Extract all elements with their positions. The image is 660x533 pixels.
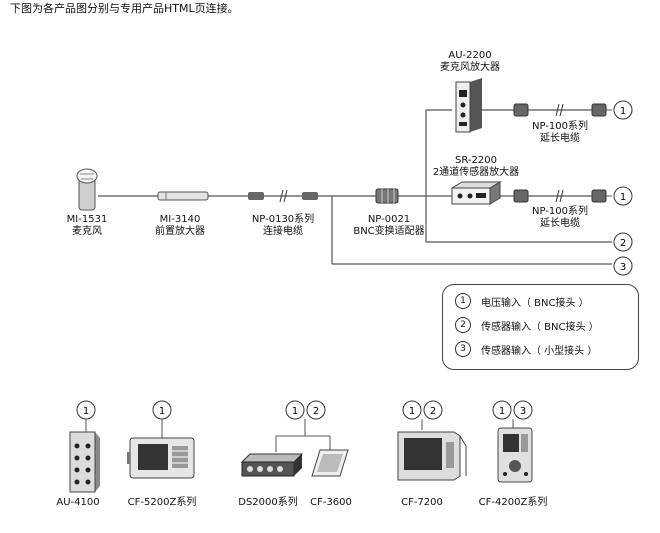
microphone-icon <box>76 168 98 211</box>
extension-cable-top-icon <box>513 103 607 117</box>
cf7200-input-2: 2 <box>430 406 436 417</box>
cf5200z-device-icon <box>127 437 195 479</box>
input-type-legend: 1 电压输入（ BNC接头 ） 2 传感器输入（ BNC接头 ） 3 传感器输入… <box>442 284 639 370</box>
cf4200z-input-3: 3 <box>520 406 526 417</box>
device-label-au4100: AU-4100 <box>56 497 100 508</box>
legend-row-sensor-mini: 3 传感器输入（ 小型接头 ） <box>455 341 597 357</box>
ext-top-model-label: NP-100系列 <box>532 121 588 132</box>
output-marker-2: 2 <box>620 238 626 249</box>
mic-name-label: 麦克风 <box>72 226 102 237</box>
ds2000-input-1: 1 <box>292 406 298 417</box>
legend-row-voltage: 1 电压输入（ BNC接头 ） <box>455 293 589 309</box>
device-input-markers: 1 1 1 2 1 2 1 3 <box>76 400 533 452</box>
intro-text: 下图为各产品图分别与专用产品HTML页连接。 <box>10 2 239 15</box>
cf7200-input-1: 1 <box>409 406 415 417</box>
ext-mid-model-label: NP-100系列 <box>532 206 588 217</box>
output-marker-3: 3 <box>620 262 626 273</box>
au4100-input-1: 1 <box>83 406 89 417</box>
device-label-cf7200: CF-7200 <box>401 497 443 508</box>
legend-marker-3: 3 <box>455 341 471 357</box>
ext-mid-name-label: 延长电缆 <box>540 218 580 229</box>
au4100-device-icon <box>69 431 100 493</box>
cable-connector-icon <box>248 189 318 203</box>
au2200-name-label: 麦克风放大器 <box>440 62 500 73</box>
preamp-name-label: 前置放大器 <box>155 226 205 237</box>
bnc-adapter-icon <box>375 188 399 204</box>
cf7200-device-icon <box>397 431 467 481</box>
legend-text-3: 传感器输入（ 小型接头 ） <box>481 345 598 357</box>
adapter-name-label: BNC变换适配器 <box>353 226 425 237</box>
device-label-ds2000: DS2000系列 <box>238 497 298 508</box>
cf5200z-input-1: 1 <box>159 406 165 417</box>
ds2000-input-2: 2 <box>313 406 319 417</box>
mic-model-label: MI-1531 <box>66 214 108 225</box>
output-marker-1a: 1 <box>620 106 626 117</box>
legend-text-2: 传感器输入（ BNC接头 ） <box>481 321 599 333</box>
au2200-amplifier-icon <box>455 78 482 133</box>
legend-text-1: 电压输入（ BNC接头 ） <box>481 297 589 309</box>
preamp-icon <box>157 191 209 201</box>
device-label-cf5200z: CF-5200Z系列 <box>127 497 197 508</box>
sr2200-amplifier-icon <box>450 181 502 205</box>
ds2000-device-icon <box>240 453 304 477</box>
connection-lines <box>98 109 612 265</box>
cf3600-device-icon <box>311 449 349 477</box>
legend-marker-1: 1 <box>455 293 471 309</box>
cf4200z-input-1: 1 <box>499 406 505 417</box>
device-label-cf3600: CF-3600 <box>310 497 352 508</box>
au2200-model-label: AU-2200 <box>448 50 492 61</box>
ext-top-name-label: 延长电缆 <box>540 133 580 144</box>
output-marker-1b: 1 <box>620 192 626 203</box>
adapter-model-label: NP-0021 <box>367 214 411 225</box>
legend-marker-2: 2 <box>455 317 471 333</box>
output-markers: 1 1 2 3 <box>613 100 633 276</box>
cable-model-label: NP-0130系列 <box>251 214 315 225</box>
preamp-model-label: MI-3140 <box>159 214 201 225</box>
sr2200-model-label: SR-2200 <box>455 155 497 166</box>
sr2200-name-label: 2通道传感器放大器 <box>432 167 520 178</box>
cable-name-label: 连接电缆 <box>263 226 303 237</box>
legend-row-sensor-bnc: 2 传感器输入（ BNC接头 ） <box>455 317 599 333</box>
device-label-cf4200z: CF-4200Z系列 <box>478 497 548 508</box>
cf4200z-device-icon <box>497 427 533 483</box>
